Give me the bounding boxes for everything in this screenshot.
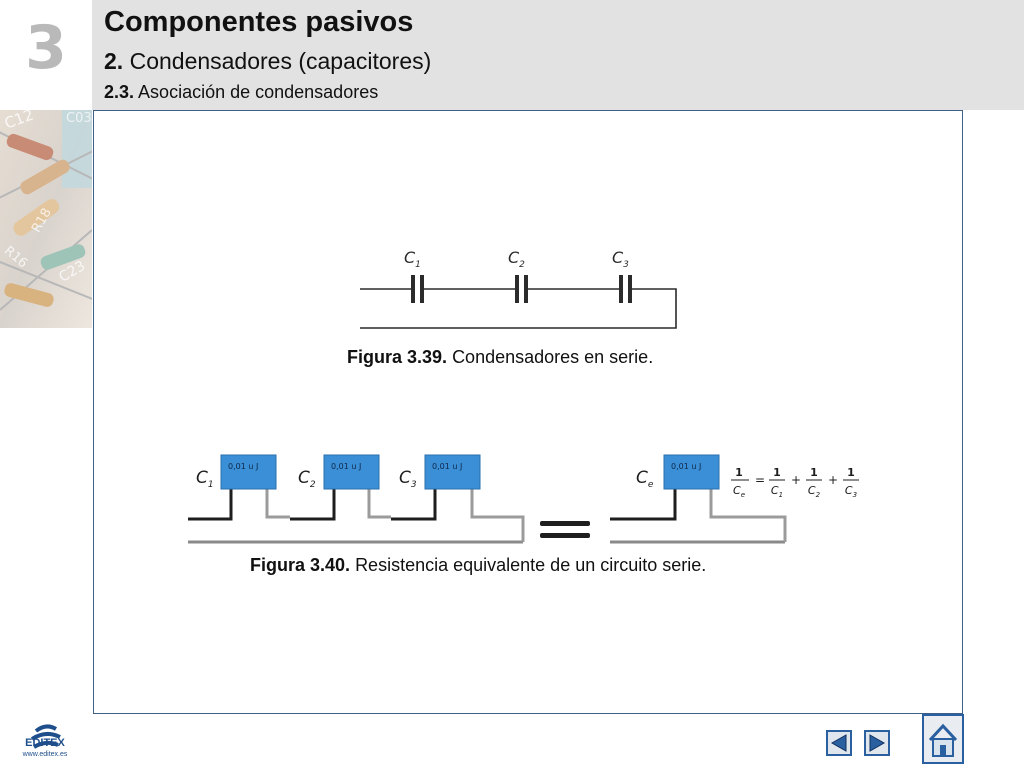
equivalent-capacitor-figure: 0,01 u J 0,01 u J 0,01 u J 0,01 u J C1 C… [188,454,859,544]
home-icon[interactable] [922,714,964,764]
svg-text:1: 1 [847,466,855,479]
svg-text:C2: C2 [808,484,821,499]
subtitle-number: 2. [104,48,124,74]
c1-label: C1 [404,248,421,270]
editex-logo-icon [30,724,61,749]
series-capacitors-schematic: C1 C2 C3 [360,248,677,329]
svg-text:Ce: Ce [733,484,745,499]
svg-text:C3: C3 [845,484,857,499]
subtitle-text: Condensadores (capacitores) [129,48,432,74]
svg-text:+: + [828,473,838,487]
content-area: C1 C2 C3 Figura 3.39. Condensadores en s… [93,110,963,714]
slide-header: 3 Componentes pasivos 2. Condensadores (… [0,0,1024,110]
chapter-number-box: 3 [0,0,92,110]
slide-subsubtitle: 2.3. Asociación de condensadores [104,82,378,103]
fig2-c3-label: C3 [399,468,417,490]
svg-text:C03: C03 [66,111,92,126]
figure-3-40-text: Resistencia equivalente de un circuito s… [355,555,707,575]
subsubtitle-number: 2.3. [104,82,135,102]
editex-logo-url: www.editex.es [22,751,68,758]
fig2-ce-label: Ce [636,468,654,490]
chapter-number: 3 [25,13,67,83]
fig2-c2-label: C2 [298,468,316,490]
figure-3-39-caption: Figura 3.39. Condensadores en serie. [347,347,653,368]
figure-3-39-text: Condensadores en serie. [452,347,654,367]
c2-label: C2 [508,248,525,270]
series-capacitance-formula: 1 Ce = 1 C1 + 1 C2 + 1 C3 [731,466,859,499]
cap2-value: 0,01 u J [331,462,361,471]
figure-3-39-number: Figura 3.39. [347,347,448,367]
figure-3-40-caption: Figura 3.40. Resistencia equivalente de … [250,555,706,576]
previous-arrow-icon[interactable] [826,730,852,756]
next-arrow-icon[interactable] [864,730,890,756]
svg-text:1: 1 [810,466,818,479]
svg-text:=: = [755,473,765,487]
subsubtitle-text: Asociación de condensadores [138,82,379,102]
slide-subtitle: 2. Condensadores (capacitores) [104,48,431,75]
svg-text:C1: C1 [771,484,783,499]
svg-text:1: 1 [735,466,743,479]
cape-value: 0,01 u J [671,462,701,471]
editex-logo-text: EDITEX [25,737,65,749]
cap3-value: 0,01 u J [432,462,462,471]
svg-text:+: + [791,473,801,487]
cap1-value: 0,01 u J [228,462,258,471]
components-photo: C12 R18 R16 C23 C03 [0,110,92,328]
fig2-c1-label: C1 [196,468,214,490]
c3-label: C3 [612,248,629,270]
slide-title: Componentes pasivos [104,6,414,38]
figure-3-40-number: Figura 3.40. [250,555,351,575]
svg-text:1: 1 [773,466,781,479]
